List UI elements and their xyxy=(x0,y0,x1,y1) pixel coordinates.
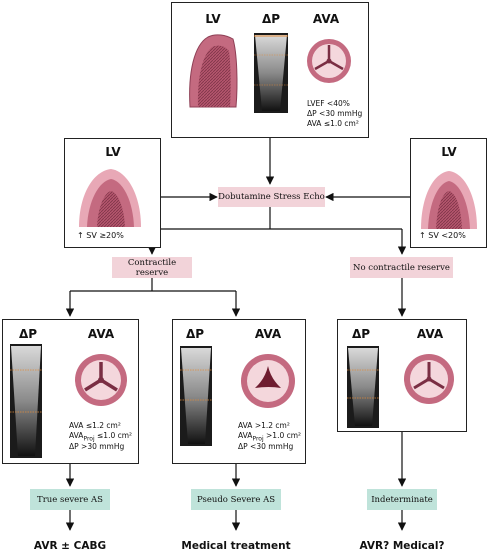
dp-label: ΔP xyxy=(18,327,38,341)
criteria-dp: ΔP <30 mmHg xyxy=(307,109,363,118)
doppler-trace xyxy=(347,346,379,428)
dp-label: ΔP xyxy=(185,327,205,341)
ava-proj-suffix: >1.0 cm² xyxy=(263,431,302,440)
doppler-trace xyxy=(10,344,42,458)
aortic-valve-illustration xyxy=(307,39,351,83)
dp-value: ΔP <30 mmHg xyxy=(238,442,294,451)
arrow-up-icon: ↑ xyxy=(419,231,426,240)
ava-label: AVA xyxy=(416,327,444,341)
ava-proj-prefix: AVA xyxy=(69,431,84,440)
proj-subscript: Proj xyxy=(83,435,95,443)
true-severe-as-label: True severe AS xyxy=(30,489,110,510)
ava-label: AVA xyxy=(312,12,340,26)
baseline-findings-box: LV ΔP AVA LVEF <40% ΔP <30 mmHg AVA ≤1.0… xyxy=(171,2,369,138)
lv-illustration xyxy=(421,171,477,229)
true-severe-box: ΔP AVA AVA ≤1.2 cm² AVAProj ≤1.0 cm² ΔP … xyxy=(2,319,139,464)
doppler-trace xyxy=(254,33,288,113)
outcome-avr-medical: AVR? Medical? xyxy=(359,540,445,552)
contractile-reserve-label: Contractile reserve xyxy=(112,257,192,278)
sv-text: SV <20% xyxy=(428,231,466,240)
sv-increase: ↑ SV ≥20% xyxy=(77,231,124,241)
left-lv-box: LV ↑ SV ≥20% xyxy=(64,138,161,248)
lv-illustration xyxy=(189,34,238,108)
doppler-trace xyxy=(180,346,212,446)
lv-label: LV xyxy=(205,12,221,26)
ava-label: AVA xyxy=(87,327,115,341)
dp-label: ΔP xyxy=(351,327,371,341)
criteria-lvef: LVEF <40% xyxy=(307,99,350,108)
no-contractile-reserve-label: No contractile reserve xyxy=(350,257,453,278)
ava-value: AVA ≤1.2 cm² xyxy=(69,421,121,430)
outcome-avr-cabg: AVR ± CABG xyxy=(33,540,107,552)
lv-label: LV xyxy=(441,145,457,159)
dobutamine-stress-echo: Dobutamine Stress Echo xyxy=(218,187,325,207)
indeterminate-box: ΔP AVA xyxy=(337,319,467,432)
aortic-valve-open-illustration xyxy=(241,354,295,408)
indeterminate-label: Indeterminate xyxy=(367,489,437,510)
ava-label: AVA xyxy=(254,327,282,341)
ava-proj-value: AVAProj ≤1.0 cm² xyxy=(69,431,132,445)
ava-proj-value: AVAProj >1.0 cm² xyxy=(238,431,301,445)
pseudo-severe-box: ΔP AVA AVA >1.2 cm² AVAProj >1.0 cm² ΔP … xyxy=(172,319,306,464)
ava-proj-suffix: ≤1.0 cm² xyxy=(94,431,133,440)
ava-proj-prefix: AVA xyxy=(238,431,253,440)
ava-value: AVA >1.2 cm² xyxy=(238,421,290,430)
lv-label: LV xyxy=(105,145,121,159)
sv-text: SV ≥20% xyxy=(86,231,124,240)
sv-increase: ↑ SV <20% xyxy=(419,231,466,241)
dp-value: ΔP >30 mmHg xyxy=(69,442,125,451)
outcome-medical-treatment: Medical treatment xyxy=(181,540,291,552)
aortic-valve-illustration xyxy=(404,354,454,404)
proj-subscript: Proj xyxy=(252,435,264,443)
dp-label: ΔP xyxy=(261,12,281,26)
aortic-valve-illustration xyxy=(75,354,127,406)
lv-illustration xyxy=(79,169,141,227)
right-lv-box: LV ↑ SV <20% xyxy=(410,138,487,248)
pseudo-severe-as-label: Pseudo Severe AS xyxy=(191,489,281,510)
criteria-ava: AVA ≤1.0 cm² xyxy=(307,119,359,128)
arrow-up-icon: ↑ xyxy=(77,231,84,240)
